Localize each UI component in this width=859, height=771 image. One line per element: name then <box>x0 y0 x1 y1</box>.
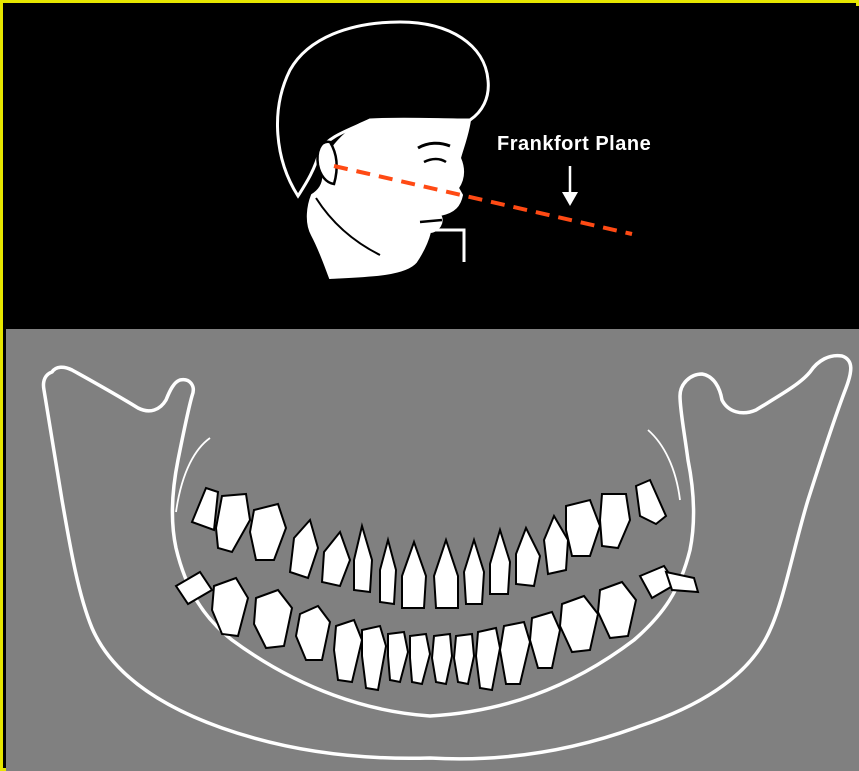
lower-tooth <box>388 632 408 682</box>
lower-tooth <box>254 590 292 648</box>
lower-tooth <box>560 596 598 652</box>
upper-tooth <box>290 520 318 578</box>
lower-tooth <box>454 634 474 684</box>
upper-tooth <box>402 542 426 608</box>
lower-tooth <box>176 572 212 604</box>
head-face <box>308 119 470 278</box>
upper-tooth <box>354 526 372 592</box>
upper-tooth <box>250 504 286 560</box>
lower-tooth <box>432 634 452 684</box>
upper-tooth <box>216 494 250 552</box>
upper-tooth <box>636 480 666 524</box>
head-ear <box>318 142 337 184</box>
lower-tooth <box>362 626 386 690</box>
upper-tooth <box>544 516 568 574</box>
lower-tooth <box>500 622 530 684</box>
upper-tooth <box>566 500 600 556</box>
lower-tooth <box>476 628 500 690</box>
lower-tooth <box>598 582 636 638</box>
upper-tooth <box>380 540 396 604</box>
upper-tooth <box>600 494 630 548</box>
down-arrow-icon <box>562 166 578 206</box>
lower-tooth <box>410 634 430 684</box>
upper-tooth <box>464 540 484 604</box>
lower-tooth <box>530 612 560 668</box>
upper-tooth <box>322 532 350 586</box>
lower-tooth <box>334 620 362 682</box>
lower-tooth <box>666 572 698 592</box>
chin-rest <box>432 230 464 262</box>
upper-tooth <box>516 528 540 586</box>
lower-tooth <box>296 606 330 660</box>
upper-teeth <box>192 480 666 608</box>
upper-tooth <box>434 540 458 608</box>
upper-tooth <box>490 530 510 594</box>
upper-tooth <box>192 488 218 530</box>
frankfort-plane-label: Frankfort Plane <box>497 133 651 156</box>
head-illustration <box>278 22 489 278</box>
